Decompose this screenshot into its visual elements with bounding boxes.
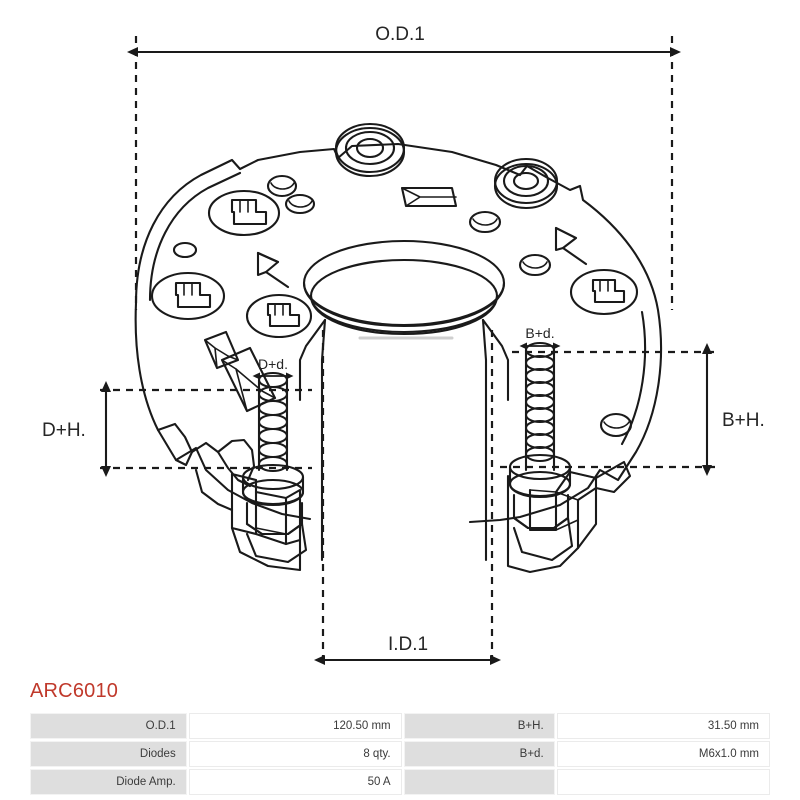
od1-label: O.D.1 [375,24,425,45]
right-stud-assembly [508,341,574,562]
angled-slot-left [203,330,240,370]
mounting-boss-upper-left [334,122,406,178]
spec-label-od1: O.D.1 [30,713,187,739]
spec-value-diode-amp: 50 A [188,769,402,795]
spec-label-empty [403,769,555,795]
diode-well-2 [150,271,226,321]
small-holes [172,174,633,438]
bh-label: B+H. [722,410,765,431]
drawing-canvas: O.D.1 I.D.1 D+H. B+H. [42,24,765,665]
table-row: Diodes 8 qty. B+d. M6x1.0 mm [30,741,770,767]
spec-value-empty [556,769,770,795]
spec-value-diodes: 8 qty. [188,741,402,767]
id1-label: I.D.1 [388,634,428,655]
technical-drawing: O.D.1 I.D.1 D+H. B+H. [42,24,765,665]
mounting-boss-upper-right [493,157,559,210]
left-stud-assembly [241,371,308,564]
spec-value-bd: M6x1.0 mm [556,741,770,767]
table-row: Diode Amp. 50 A [30,769,770,795]
dimension-annotations: O.D.1 I.D.1 D+H. B+H. [42,24,765,665]
center-shaft-body [298,318,510,562]
dd-label: D+d. [258,356,288,372]
part-number: ARC6010 [30,680,119,702]
direction-arrow-left [256,251,290,289]
spec-value-bh: 31.50 mm [556,713,770,739]
spec-label-bh: B+H. [403,713,555,739]
rectifier-plate-outline [134,142,663,524]
plate-inner-edge [148,171,647,446]
dh-label: D+H. [42,420,86,441]
center-hub-collar [302,239,506,336]
rect-slot-top [400,186,458,208]
diode-well-1 [207,189,281,237]
diode-well-4 [569,268,639,316]
right-terminal-base [506,460,632,574]
diode-well-3 [245,293,313,339]
table-row: O.D.1 120.50 mm B+H. 31.50 mm [30,713,770,739]
spec-label-diodes: Diodes [30,741,187,767]
spec-label-bd: B+d. [403,741,555,767]
spec-value-od1: 120.50 mm [188,713,402,739]
specification-table: O.D.1 120.50 mm B+H. 31.50 mm Diodes 8 q… [28,711,772,797]
direction-arrow-right [554,226,588,266]
bd-label: B+d. [525,325,554,341]
angled-slot-left-2 [220,346,277,413]
spec-label-diode-amp: Diode Amp. [30,769,187,795]
